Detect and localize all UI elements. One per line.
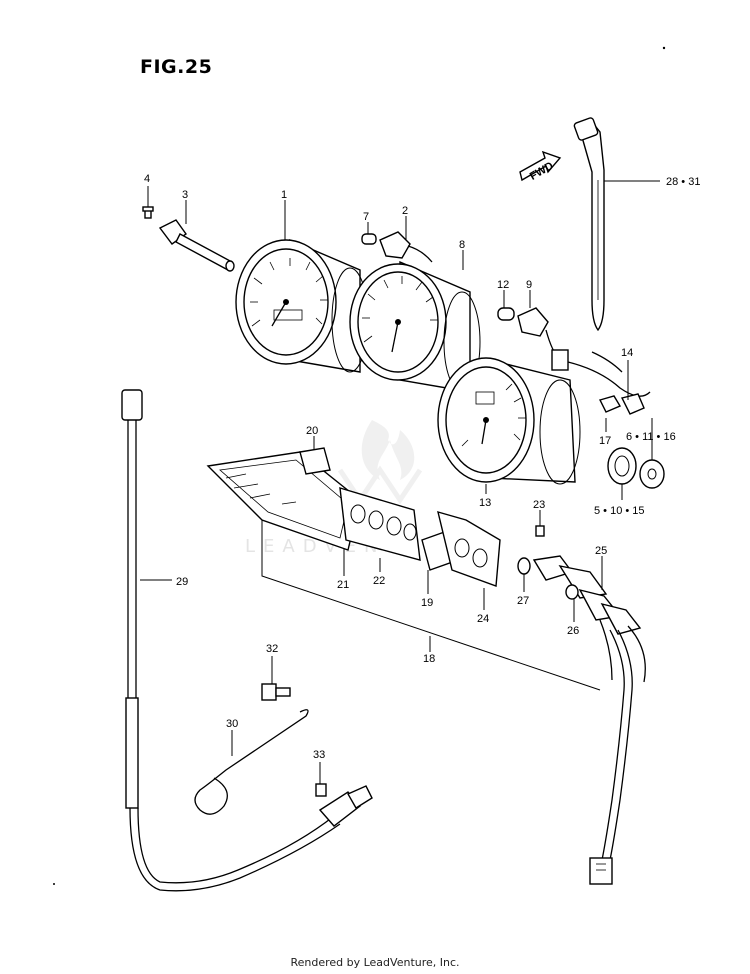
- part-wire-clip: [194, 709, 309, 815]
- callout-3: 3: [182, 189, 188, 201]
- watermark-logo: [337, 420, 423, 505]
- callout-20: 20: [306, 425, 318, 437]
- part-screw-4: [142, 206, 154, 219]
- callout-17: 17: [599, 435, 611, 447]
- part-cable-fitting: [158, 219, 235, 272]
- fwd-arrow: FWD: [519, 150, 562, 183]
- callout-labels: 1 2 3 4 7 8 9 12 13 14 17 18 19 20 21 22…: [144, 173, 700, 761]
- callout-24: 24: [477, 613, 489, 625]
- speck: [662, 46, 666, 50]
- callout-26: 26: [567, 625, 579, 637]
- part-socket-holder: [437, 510, 501, 587]
- callout-13: 13: [479, 497, 491, 509]
- callout-4: 4: [144, 173, 150, 185]
- callout-27: 27: [517, 595, 529, 607]
- part-harness-lower: [517, 555, 646, 885]
- callout-8: 8: [459, 239, 465, 251]
- callout-33: 33: [313, 749, 325, 761]
- callout-1: 1: [281, 189, 287, 201]
- speck: [53, 883, 55, 885]
- gauge-indicator-meter: [437, 357, 581, 485]
- callout-5-10-15: 5 • 10 • 15: [594, 505, 645, 517]
- callout-7: 7: [363, 211, 369, 223]
- callout-19: 19: [421, 597, 433, 609]
- part-lens-holder: [339, 487, 421, 561]
- callout-9: 9: [526, 279, 532, 291]
- callout-14: 14: [621, 347, 633, 359]
- part-screw-33: [315, 783, 327, 797]
- part-grommet: [607, 447, 637, 485]
- callout-28-31: 28 • 31: [666, 176, 700, 188]
- callout-2: 2: [402, 205, 408, 217]
- callout-21: 21: [337, 579, 349, 591]
- part-harness-upper: [567, 351, 651, 415]
- leader-lines: [140, 180, 660, 784]
- callout-29: 29: [176, 576, 188, 588]
- gauge-tachometer: [349, 260, 481, 393]
- callout-18: 18: [423, 653, 435, 665]
- part-clip-20: [299, 447, 331, 475]
- part-speedo-cable: [121, 389, 373, 892]
- figure-title: FIG.25: [140, 56, 213, 78]
- callout-30: 30: [226, 718, 238, 730]
- fwd-label: FWD: [528, 160, 556, 183]
- callout-6-11-16: 6 • 11 • 16: [626, 431, 676, 443]
- part-bulb-socket-9: [497, 307, 569, 371]
- gauge-speedometer: [235, 238, 369, 373]
- callout-23: 23: [533, 499, 545, 511]
- part-bolt-32: [261, 683, 291, 701]
- callout-25: 25: [595, 545, 607, 557]
- callout-32: 32: [266, 643, 278, 655]
- render-credit: Rendered by LeadVenture, Inc.: [290, 956, 460, 969]
- group-18-bracket: [261, 520, 601, 691]
- callout-12: 12: [497, 279, 509, 291]
- part-bulb-socket-2: [361, 231, 433, 263]
- part-indicator-panel: [206, 451, 361, 551]
- part-bolt-tool: [573, 117, 605, 332]
- part-screw-23: [535, 525, 545, 537]
- callout-22: 22: [373, 575, 385, 587]
- part-nut: [639, 459, 665, 489]
